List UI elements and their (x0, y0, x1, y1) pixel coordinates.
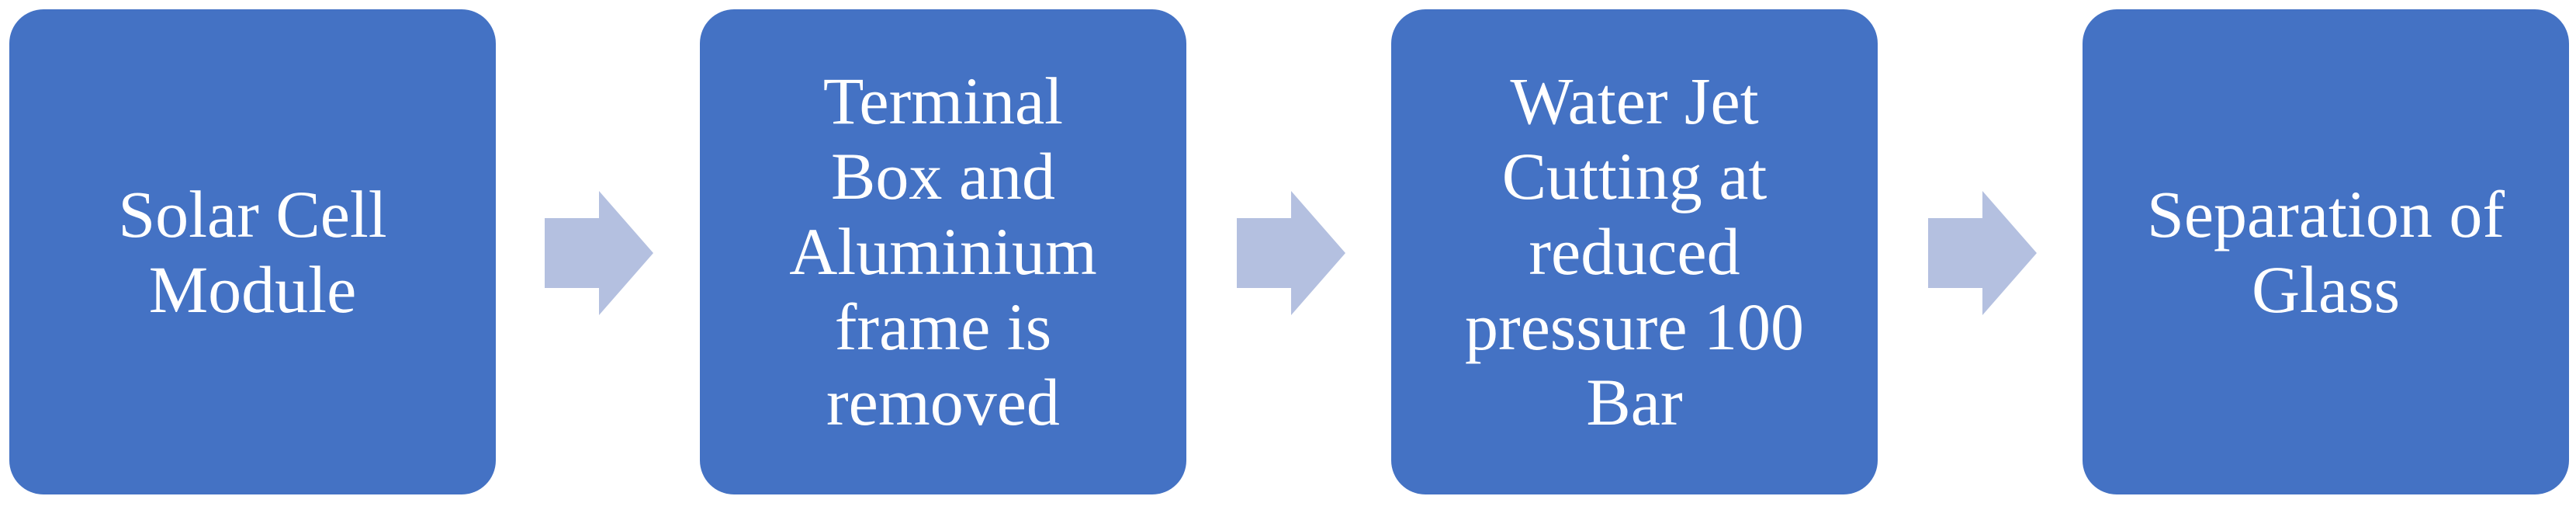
arrow-shape (1237, 191, 1345, 315)
step-box-water-jet-cutting: Water Jet Cutting at reduced pressure 10… (1391, 9, 1878, 494)
right-arrow-icon (545, 191, 653, 315)
step-label: Water Jet Cutting at reduced pressure 10… (1464, 64, 1805, 439)
arrow-shape (1928, 191, 2037, 315)
step-label: Terminal Box and Aluminium frame is remo… (789, 64, 1097, 439)
step-box-terminal-box-removal: Terminal Box and Aluminium frame is remo… (700, 9, 1186, 494)
step-box-separation-of-glass: Separation of Glass (2083, 9, 2569, 494)
right-arrow-icon (1237, 191, 1345, 315)
step-box-solar-cell-module: Solar Cell Module (9, 9, 496, 494)
step-label: Separation of Glass (2147, 176, 2505, 327)
step-label: Solar Cell Module (118, 176, 387, 327)
arrow-shape (545, 191, 653, 315)
right-arrow-icon (1928, 191, 2037, 315)
